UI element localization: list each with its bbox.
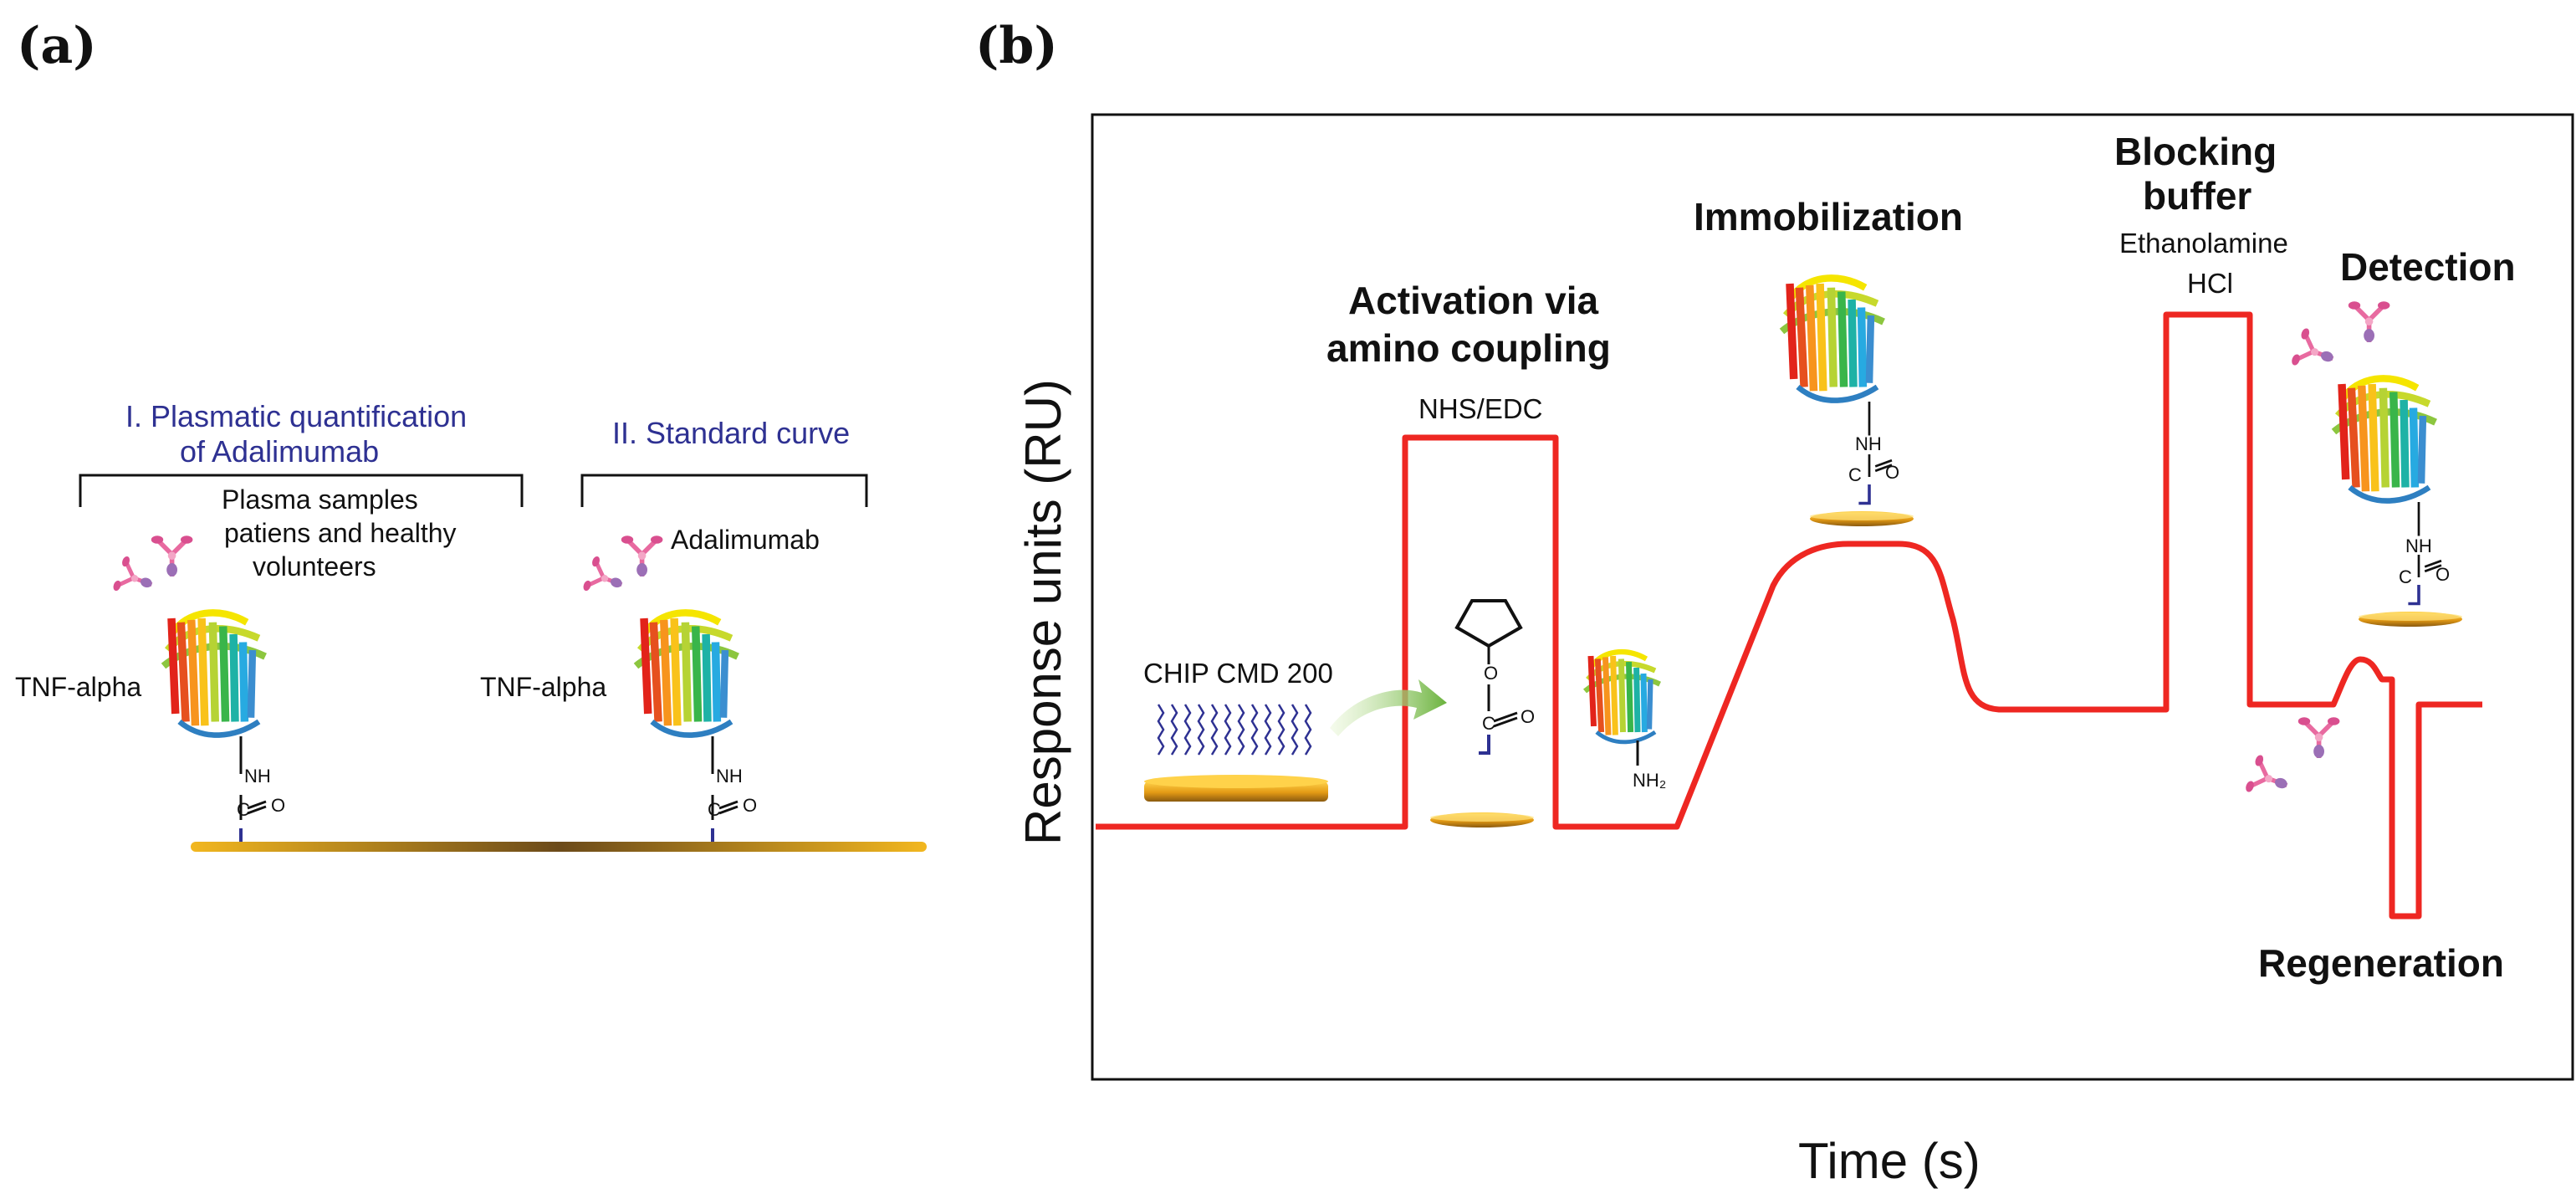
sensorgram-trace [1096,311,2482,920]
chem-o: O [2435,564,2450,585]
section-i-title-line1: I. Plasmatic quantification [125,399,467,433]
gold-chip-icon [1144,775,1328,802]
section-ii-antigen-label: TNF-alpha [480,672,606,702]
antibody-icon [2290,327,2339,377]
section-ii-bracket [580,474,868,507]
immobilization-title: Immobilization [1694,195,1963,238]
transfer-arrow-icon [1330,679,1447,736]
chem-o: O [271,795,285,816]
gold-chip-icon [191,842,927,852]
gold-chip-icon [2359,612,2462,627]
pyrrolidine-ring-icon: O C O [1454,599,1535,755]
tnf-alpha-protein-icon [636,612,739,735]
antibody-icon [2349,301,2390,342]
antibody-icon [582,556,628,602]
antibody-icon [151,535,193,576]
activation-title-line2: amino coupling [1326,326,1611,370]
activation-title-line1: Activation via [1348,279,1599,322]
tnf-alpha-protein-icon [2334,378,2436,500]
dextran-matrix-icon [1157,704,1312,756]
gold-chip-icon [1810,511,1914,526]
chem-c: C [237,799,250,820]
chem-nh: NH [716,766,743,787]
blocking-title-line1: Blocking [2114,130,2277,173]
tnf-alpha-protein-icon [164,612,266,735]
amide-linker-icon [227,735,268,851]
section-ii-sample: Adalimumab [671,525,820,555]
activation-reagent: NHS/EDC [1418,393,1543,424]
chem-c: C [2399,566,2412,587]
section-i-antigen-label: TNF-alpha [15,672,141,702]
section-i-bracket [79,474,524,507]
chem-o: O [743,795,757,816]
svg-text:C: C [1482,713,1495,734]
x-axis-label: Time (s) [1798,1133,1981,1189]
chem-nh2: NH₂ [1633,770,1666,791]
y-axis-label: Response units (RU) [1015,379,1071,845]
panel-b-label: (b) [975,17,1058,75]
antibody-icon [621,535,663,576]
blocking-title-line2: buffer [2143,174,2251,218]
chem-c: C [708,799,721,820]
amide-linker-icon [699,735,739,851]
chem-nh: NH [1855,433,1882,454]
blocking-reagent-line2: HCl [2187,268,2233,299]
gold-chip-icon [1430,812,1534,828]
section-i-sample-line1: Plasma samples [222,484,418,515]
plot-frame [1091,113,2574,1081]
section-ii-title: II. Standard curve [612,416,850,450]
antibody-icon [2244,754,2293,803]
section-i-title-line2: of Adalimumab [180,434,379,469]
antibody-icon [2298,717,2340,758]
chem-nh: NH [2405,535,2432,556]
chem-c: C [1848,464,1862,485]
detection-title: Detection [2340,245,2516,289]
antibody-icon [112,556,158,602]
panel-a-label: (a) [17,17,97,75]
chip-label: CHIP CMD 200 [1143,658,1333,689]
regeneration-title: Regeneration [2258,941,2504,985]
tnf-alpha-protein-icon [1585,652,1660,742]
svg-text:O: O [1521,706,1535,727]
section-i-sample-line2: patiens and healthy [224,518,457,548]
svg-text:O: O [1484,663,1498,684]
section-i-sample-line3: volunteers [253,551,376,582]
tnf-alpha-protein-icon [1782,278,1884,400]
blocking-reagent-line1: Ethanolamine [2119,228,2288,259]
chem-o: O [1885,462,1899,483]
chem-nh: NH [244,766,271,787]
